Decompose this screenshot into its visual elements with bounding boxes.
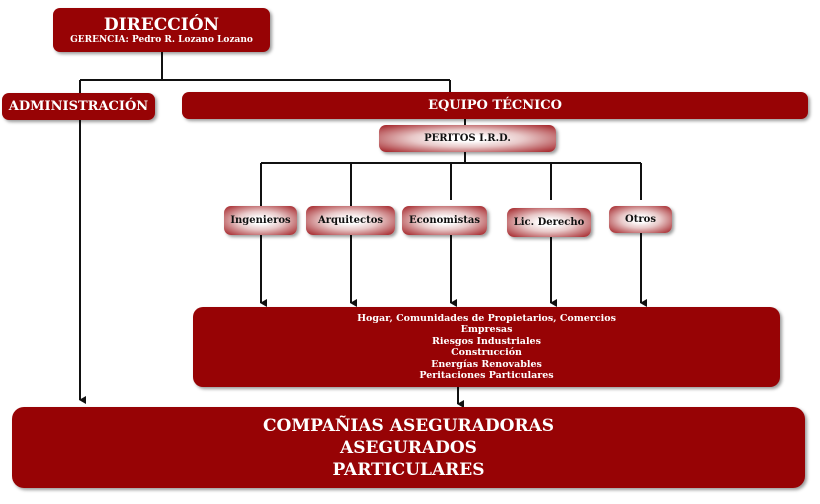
profesion-arquitectos: Arquitectos xyxy=(306,206,395,235)
equipo-tecnico-box: EQUIPO TÉCNICO xyxy=(182,92,808,119)
profesion-economistas: Economistas xyxy=(402,206,487,235)
peritos-box: PERITOS I.R.D. xyxy=(379,125,556,152)
gerencia-label: GERENCIA: Pedro R. Lozano Lozano xyxy=(70,35,253,45)
profesion-lic-derecho: Lic. Derecho xyxy=(507,208,591,237)
cliente-item: ASEGURADOS xyxy=(340,437,477,458)
clientes-box: COMPAÑIAS ASEGURADORAS ASEGURADOS PARTIC… xyxy=(12,407,805,488)
ramo-item: Riesgos Industriales xyxy=(432,335,541,347)
cliente-item: COMPAÑIAS ASEGURADORAS xyxy=(262,415,554,436)
direccion-box: DIRECCIÓN GERENCIA: Pedro R. Lozano Loza… xyxy=(53,8,270,52)
ramo-item: Construcción xyxy=(451,347,522,358)
ramos-box: Hogar, Comunidades de Propietarios, Come… xyxy=(193,307,780,387)
profesion-ingenieros: Ingenieros xyxy=(224,206,297,235)
ramo-item: Hogar, Comunidades de Propietarios, Come… xyxy=(357,312,616,324)
profesion-otros: Otros xyxy=(609,206,672,233)
cliente-item: PARTICULARES xyxy=(332,459,485,480)
administracion-box: ADMINISTRACIÓN xyxy=(2,93,155,120)
ramo-item: Peritaciones Particulares xyxy=(419,370,554,381)
ramo-item: Energías Renovables xyxy=(431,358,542,370)
ramo-item: Empresas xyxy=(460,324,513,335)
direccion-title: DIRECCIÓN xyxy=(103,15,220,35)
